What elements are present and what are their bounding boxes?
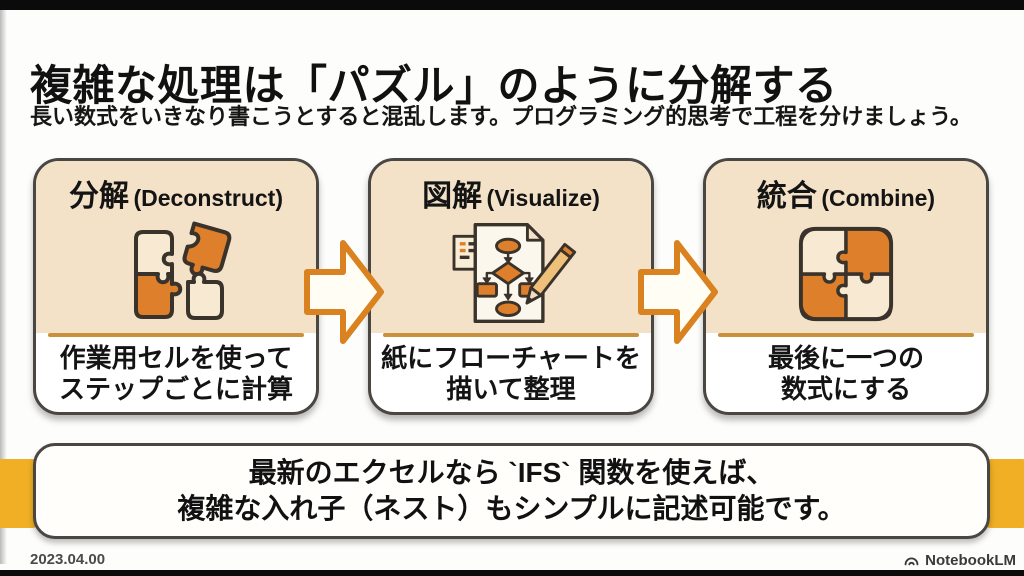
step-card-combine: 統合 (Combine) 最後に一つの 数式にする	[703, 158, 989, 415]
card-title-jp: 統合	[756, 180, 817, 213]
notebooklm-logo-icon	[904, 557, 919, 566]
card-title-jp: 図解	[422, 180, 483, 213]
card-description-combine: 最後に一つの 数式にする	[706, 337, 986, 405]
callout-line: 最新のエクセルなら `IFS` 関数を使えば、	[248, 457, 775, 488]
card-title-en: (Deconstruct)	[133, 185, 283, 211]
right-arrow-icon	[304, 240, 384, 344]
description-line: 描いて整理	[446, 374, 576, 404]
card-top-deconstruct: 分解 (Deconstruct)	[36, 161, 316, 333]
step-card-visualize: 図解 (Visualize)	[368, 158, 654, 415]
description-line: 紙にフローチャートを	[381, 343, 641, 373]
video-letterbox-top	[0, 0, 1024, 10]
card-title-en: (Visualize)	[486, 185, 600, 211]
flowchart-document-icon	[438, 215, 584, 333]
description-line: 数式にする	[780, 374, 912, 404]
brand-name: NotebookLM	[925, 552, 1016, 569]
slide-title: 複雑な処理は「パズル」のように分解する	[30, 62, 838, 110]
card-title-combine: 統合 (Combine)	[757, 171, 935, 215]
callout-box: 最新のエクセルなら `IFS` 関数を使えば、 複雑な入れ子（ネスト）もシンプル…	[33, 443, 990, 539]
card-separator	[383, 333, 639, 337]
slide-subtitle: 長い数式をいきなり書こうとすると混乱します。プログラミング的思考で工程を分けまし…	[30, 104, 972, 129]
callout-line: 複雑な入れ子（ネスト）もシンプルに記述可能です。	[177, 493, 846, 524]
card-top-combine: 統合 (Combine)	[706, 161, 986, 333]
card-top-visualize: 図解 (Visualize)	[371, 161, 651, 333]
puzzle-assembled-icon	[795, 215, 897, 333]
right-arrow-icon	[638, 240, 718, 344]
description-line: ステップごとに計算	[58, 374, 293, 404]
card-title-visualize: 図解 (Visualize)	[422, 171, 600, 215]
card-title-en: (Combine)	[821, 185, 936, 211]
notebooklm-brand: NotebookLM	[903, 552, 1016, 569]
description-line: 作業用セルを使って	[59, 343, 293, 373]
card-description-deconstruct: 作業用セルを使って ステップごとに計算	[36, 337, 316, 405]
video-letterbox-bottom	[0, 570, 1024, 576]
card-description-visualize: 紙にフローチャートを 描いて整理	[371, 337, 651, 405]
card-title-deconstruct: 分解 (Deconstruct)	[69, 171, 283, 215]
puzzle-pieces-scattered-icon	[114, 215, 238, 333]
description-line: 最後に一つの	[767, 343, 924, 373]
card-title-jp: 分解	[69, 180, 130, 213]
left-edge-shadow	[0, 10, 7, 564]
card-separator	[48, 333, 304, 337]
step-card-deconstruct: 分解 (Deconstruct) 作業用セルを使って ステップごとに計算	[33, 158, 319, 415]
slide-date: 2023.04.00	[30, 551, 106, 568]
card-separator	[718, 333, 974, 337]
